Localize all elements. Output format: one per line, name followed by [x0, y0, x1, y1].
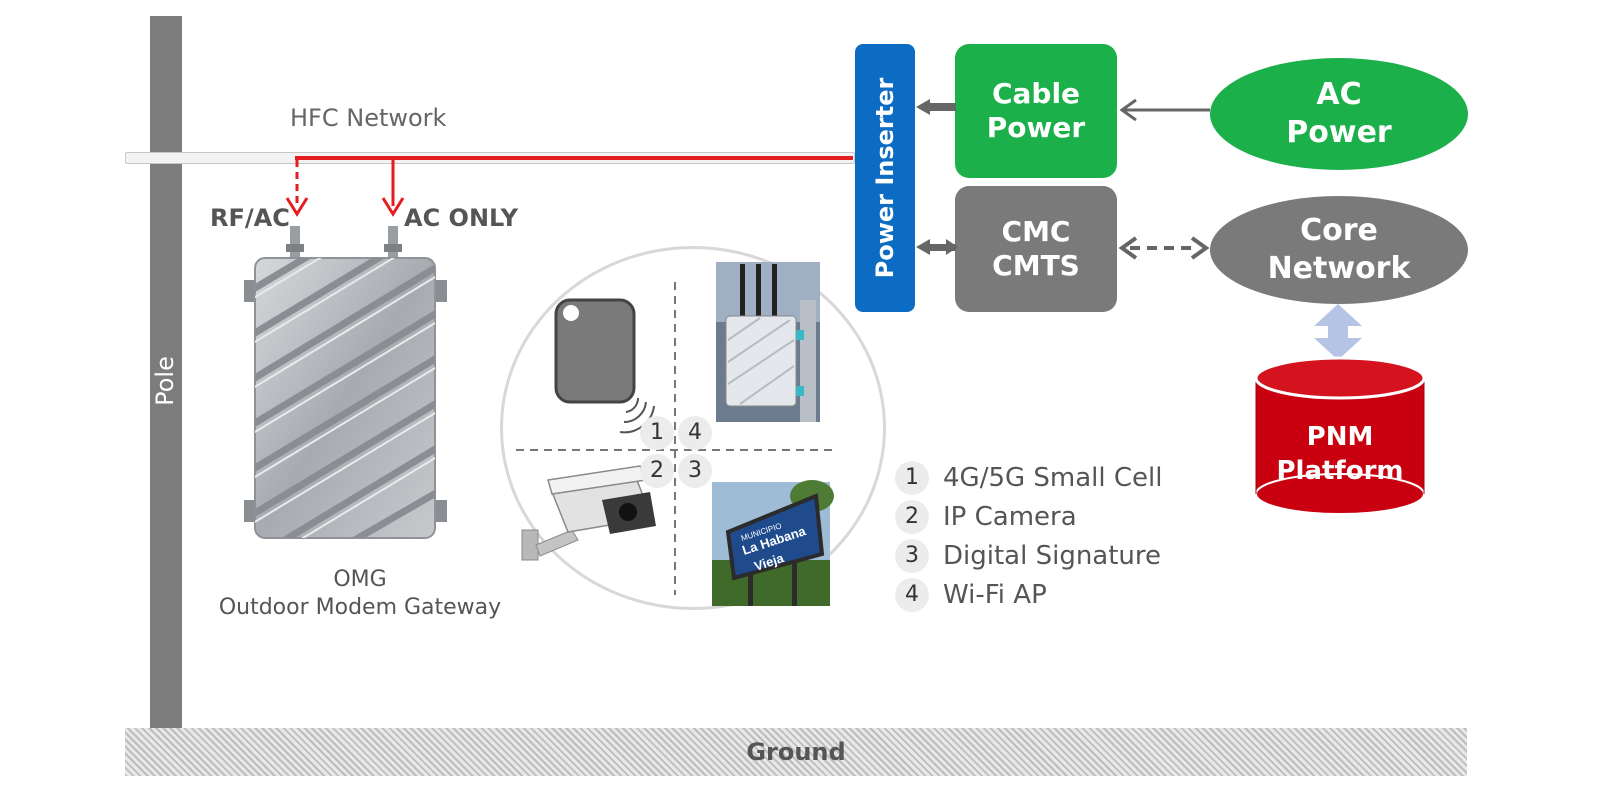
- ac-to-cable-power-arrow: [1119, 98, 1210, 122]
- cmc-cmts-node: CMC CMTS: [955, 186, 1117, 312]
- legend-item: 2 IP Camera: [895, 497, 1162, 536]
- legend-number: 4: [895, 577, 929, 612]
- rf-ac-label: RF/AC: [210, 204, 290, 232]
- pole: [150, 16, 182, 776]
- legend-text: 4G/5G Small Cell: [943, 462, 1163, 493]
- cable-power-line2: Power: [986, 111, 1086, 144]
- quadrant-number-4: 4: [678, 416, 712, 450]
- legend-text: Digital Signature: [943, 540, 1162, 571]
- quadrant-number-1: 1: [640, 416, 674, 450]
- legend-number: 3: [895, 538, 929, 573]
- omg-gateway-device: [244, 226, 447, 539]
- ac-power-line1: AC: [1316, 77, 1362, 112]
- hfc-power-line: [295, 156, 853, 160]
- power-inserter-node: Power Inserter: [855, 44, 915, 312]
- digital-signage-image: MUNICIPIO La Habana Vieja: [712, 480, 834, 606]
- cable-power-to-inserter-arrow: [916, 99, 956, 115]
- legend-number: 1: [895, 460, 929, 495]
- ground-label: Ground: [746, 738, 846, 766]
- omg-caption: OMG Outdoor Modem Gateway: [205, 566, 515, 622]
- omg-caption-line1: OMG: [333, 567, 387, 592]
- quadrant-number-3: 3: [678, 454, 712, 488]
- inserter-cmc-arrow: [916, 239, 958, 255]
- pnm-line1: PNM: [1306, 422, 1374, 452]
- ac-only-drop-arrow: [381, 160, 405, 217]
- core-pnm-arrow: [1314, 304, 1362, 360]
- legend-number: 2: [895, 499, 929, 534]
- core-network-node: Core Network: [1210, 196, 1468, 304]
- hfc-network-label: HFC Network: [290, 104, 447, 132]
- legend-item: 3 Digital Signature: [895, 536, 1162, 575]
- pnm-line2: Platform: [1276, 456, 1404, 486]
- pnm-platform-label: PNM Platform: [1255, 420, 1425, 488]
- core-network-line2: Network: [1267, 251, 1411, 286]
- pnm-platform-database: [1254, 356, 1426, 515]
- legend-item: 1 4G/5G Small Cell: [895, 458, 1162, 497]
- legend-item: 4 Wi-Fi AP: [895, 575, 1162, 614]
- cable-power-node: Cable Power: [955, 44, 1117, 178]
- ac-power-line2: Power: [1286, 115, 1392, 150]
- legend-text: IP Camera: [943, 501, 1077, 532]
- cmc-core-network-arrow: [1118, 236, 1210, 260]
- cable-power-line1: Cable: [991, 77, 1081, 110]
- ac-power-node: AC Power: [1210, 58, 1468, 170]
- wifi-ap-image: [716, 262, 820, 422]
- ground: Ground: [125, 728, 1467, 776]
- cmc-cmts-line1: CMC: [1001, 215, 1071, 248]
- legend-text: Wi-Fi AP: [943, 579, 1047, 610]
- rf-ac-drop-arrow: [285, 160, 309, 217]
- small-cell-icon: [554, 298, 655, 434]
- application-legend: 1 4G/5G Small Cell 2 IP Camera 3 Digital…: [895, 458, 1162, 614]
- quadrant-number-2: 2: [640, 454, 674, 488]
- core-network-line1: Core: [1300, 213, 1378, 248]
- cmc-cmts-line2: CMTS: [992, 249, 1080, 282]
- ip-camera-icon: [521, 465, 656, 561]
- ac-only-label: AC ONLY: [404, 204, 518, 232]
- omg-caption-line2: Outdoor Modem Gateway: [218, 595, 502, 620]
